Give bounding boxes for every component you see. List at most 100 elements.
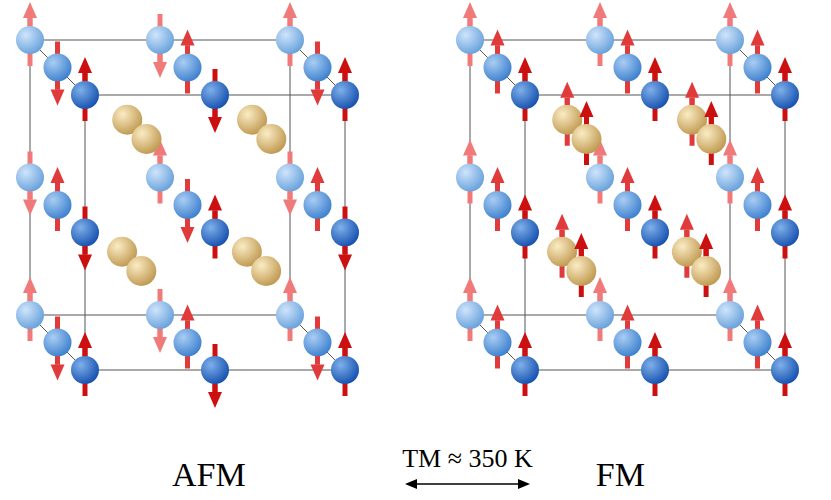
atom-sphere	[304, 54, 332, 82]
magnetic-atom	[174, 30, 202, 94]
magnetic-atom	[456, 2, 484, 66]
spin-arrow-shaft	[158, 156, 163, 164]
atom-sphere	[201, 356, 229, 384]
atom-sphere	[44, 191, 72, 219]
spin-arrow-head	[283, 277, 297, 293]
atom-sphere	[771, 81, 799, 109]
magnetic-atom	[456, 277, 484, 341]
magnetic-atom	[71, 57, 99, 121]
spin-arrow-shaft	[598, 18, 603, 26]
spin-arrow-head	[518, 332, 532, 348]
spin-arrow-shaft	[288, 192, 293, 200]
magnetic-atom	[614, 167, 642, 231]
atom-sphere	[716, 301, 744, 329]
afm-structure	[16, 2, 359, 408]
spin-arrow-head	[518, 195, 532, 211]
magnetic-atom	[744, 305, 772, 369]
spin-arrow-shaft	[55, 183, 60, 191]
spin-arrow-head	[311, 167, 325, 183]
spin-arrow-head	[181, 305, 195, 321]
spin-arrow-shaft	[579, 249, 584, 256]
atom-sphere	[566, 256, 596, 286]
spin-arrow-shaft	[495, 321, 500, 329]
magnetic-atom	[456, 140, 484, 204]
magnetic-atom	[276, 277, 304, 341]
atom-sphere	[511, 81, 539, 109]
transition-temperature: TM ≈ 350 K	[400, 444, 535, 474]
magnetic-atom	[716, 277, 744, 341]
spin-arrow-shaft	[565, 98, 570, 105]
spin-arrow-head	[153, 337, 167, 353]
atom-sphere	[276, 164, 304, 192]
spin-arrow-head	[574, 233, 588, 249]
spin-arrow-shaft	[709, 117, 714, 124]
spin-arrow-head	[463, 277, 477, 293]
atom-sphere	[586, 26, 614, 54]
spin-arrow-head	[311, 90, 325, 106]
spin-arrow-head	[680, 214, 694, 230]
magnetic-atom	[511, 195, 539, 259]
magnetic-atom	[641, 332, 669, 396]
atom-sphere	[744, 329, 772, 357]
atom-sphere	[456, 301, 484, 329]
atom-sphere	[716, 26, 744, 54]
atom-sphere	[16, 26, 44, 54]
spin-arrow-shaft	[495, 46, 500, 54]
spin-arrow-shaft	[495, 183, 500, 191]
spin-arrow-shaft	[704, 249, 709, 256]
spin-arrow-shaft	[213, 211, 218, 219]
spin-arrow-shaft	[185, 46, 190, 54]
spin-arrow-shaft	[315, 357, 320, 365]
spin-arrow-shaft	[728, 18, 733, 26]
spin-arrow-head	[648, 57, 662, 73]
atom-sphere	[276, 301, 304, 329]
spin-arrow-head	[778, 195, 792, 211]
spin-arrow-head	[208, 117, 222, 133]
spin-arrow-head	[181, 227, 195, 243]
magnetic-atom	[71, 332, 99, 396]
spin-arrow-head	[311, 365, 325, 381]
spin-arrow-shaft	[783, 348, 788, 356]
magnetic-atom	[71, 207, 99, 271]
spin-arrow-shaft	[343, 348, 348, 356]
spin-arrow-shaft	[523, 211, 528, 219]
atom-sphere	[744, 191, 772, 219]
gold-atom	[132, 124, 162, 154]
magnetic-atom	[511, 57, 539, 121]
spin-arrow-head	[778, 332, 792, 348]
spin-arrow-shaft	[468, 156, 473, 164]
atom-sphere	[511, 219, 539, 247]
atom-sphere	[71, 81, 99, 109]
spin-arrow-shaft	[783, 211, 788, 219]
atom-sphere	[44, 54, 72, 82]
spin-arrow-shaft	[468, 293, 473, 301]
magnetic-atom	[614, 30, 642, 94]
spin-arrow-head	[648, 195, 662, 211]
atom-sphere	[71, 219, 99, 247]
arrow-head	[405, 479, 417, 489]
spin-arrow-head	[338, 332, 352, 348]
atom-sphere	[586, 164, 614, 192]
spin-arrow-shaft	[728, 156, 733, 164]
phase-label: AFM	[172, 455, 246, 495]
magnetic-atom	[201, 344, 229, 408]
spin-arrow-head	[208, 392, 222, 408]
magnetic-atom	[16, 2, 44, 66]
spin-arrow-head	[51, 167, 65, 183]
magnetic-atom	[771, 332, 799, 396]
spin-arrow-shaft	[28, 192, 33, 200]
spin-arrow-shaft	[55, 357, 60, 365]
phase-label-box: AFM	[172, 455, 405, 497]
atom-sphere	[146, 164, 174, 192]
spin-arrow-shaft	[755, 321, 760, 329]
spin-arrow-head	[621, 305, 635, 321]
magnetic-atom	[44, 167, 72, 231]
magnetic-atom	[44, 42, 72, 106]
magnetic-atom	[146, 289, 174, 353]
spin-arrow-head	[580, 101, 594, 117]
spin-arrow-head	[463, 2, 477, 18]
gold-atom	[691, 233, 721, 297]
magnetic-atom	[744, 30, 772, 94]
